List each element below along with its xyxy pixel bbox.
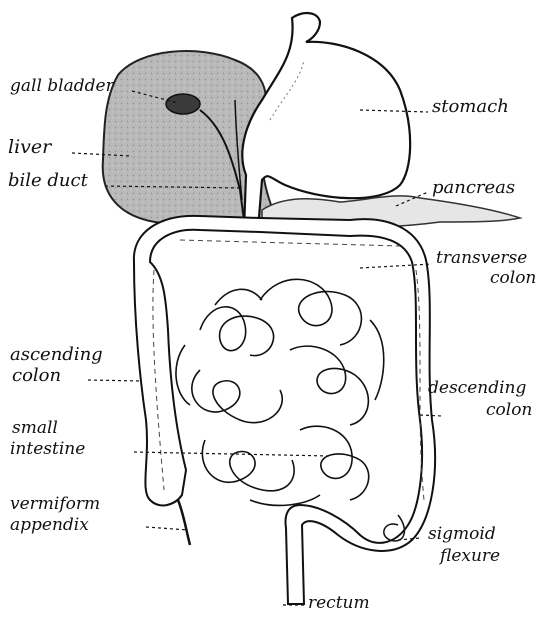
- label-small-intestine-line2: intestine: [10, 441, 85, 458]
- label-descending-colon-line1: descending: [428, 380, 526, 397]
- label-sigmoid-flexure-line2: flexure: [440, 548, 500, 565]
- label-liver: liver: [8, 138, 51, 157]
- label-descending-colon-line2: colon: [486, 402, 532, 419]
- label-pancreas: pancreas: [432, 179, 515, 197]
- vermiform-appendix-shape: [178, 500, 190, 545]
- small-intestine-shape: [176, 279, 384, 505]
- label-transverse-colon-line2: colon: [490, 270, 536, 287]
- label-vermiform-appendix-line2: appendix: [10, 517, 89, 534]
- label-stomach: stomach: [432, 98, 509, 116]
- leader-ascending-colon: [88, 380, 142, 381]
- leader-vermiform-appendix: [146, 527, 188, 530]
- label-bile-duct: bile duct: [8, 172, 88, 190]
- label-gall-bladder: gall bladder: [10, 78, 114, 95]
- label-ascending-colon-line2: colon: [12, 367, 61, 385]
- gall-bladder-shape: [166, 94, 200, 114]
- label-transverse-colon-line1: transverse: [436, 250, 527, 267]
- label-vermiform-appendix-line1: vermiform: [10, 496, 100, 513]
- label-sigmoid-flexure-line1: sigmoid: [428, 526, 496, 543]
- label-rectum: rectum: [308, 595, 370, 612]
- large-intestine-shape: [134, 216, 435, 604]
- label-small-intestine-line1: small: [12, 420, 58, 437]
- label-ascending-colon-line1: ascending: [10, 346, 103, 364]
